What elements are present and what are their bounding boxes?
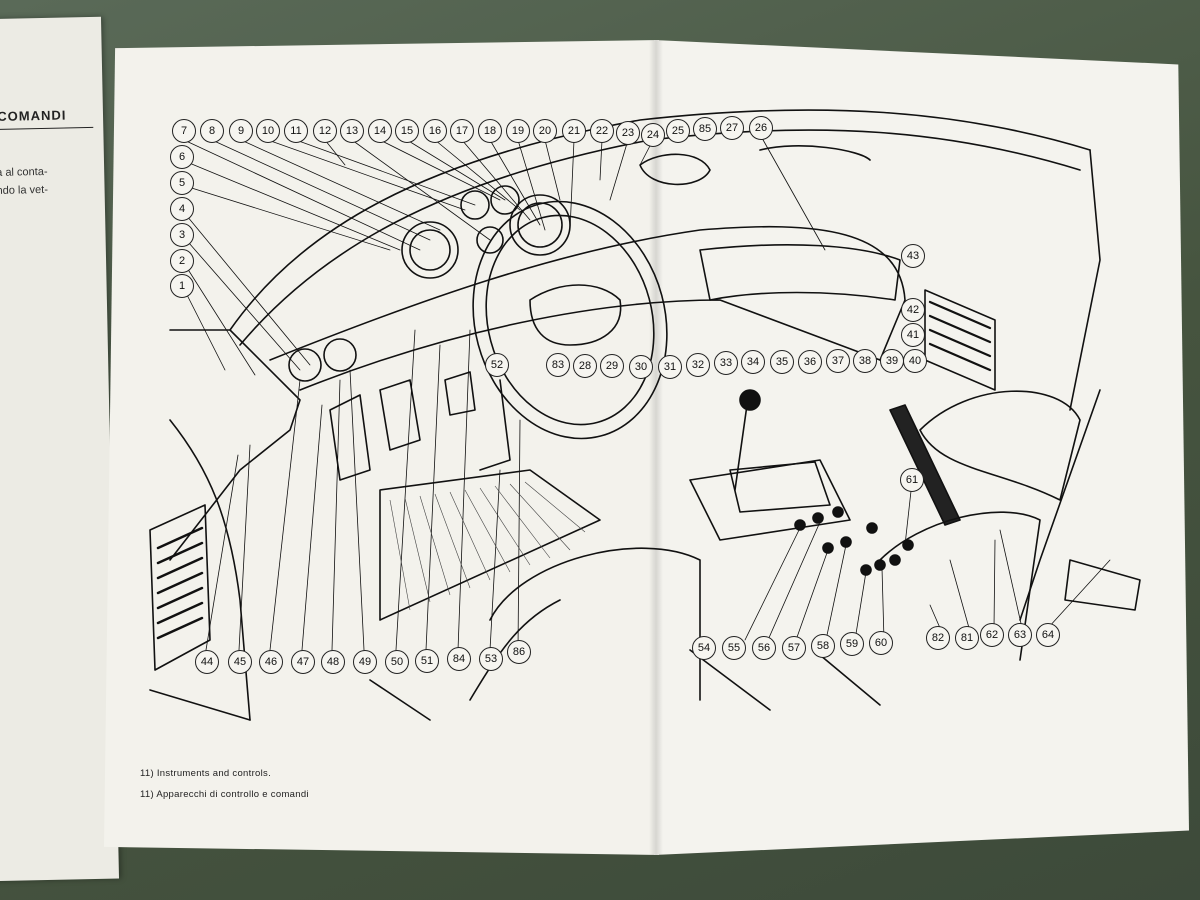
callout-33: 33	[714, 351, 738, 375]
callout-47: 47	[291, 650, 315, 674]
callout-61: 61	[900, 468, 924, 492]
callout-4: 4	[170, 197, 194, 221]
callout-86: 86	[507, 640, 531, 664]
callout-3: 3	[170, 223, 194, 247]
callout-35: 35	[770, 350, 794, 374]
callout-41: 41	[901, 323, 925, 347]
callout-21: 21	[562, 119, 586, 143]
callout-6: 6	[170, 145, 194, 169]
manual-booklet	[104, 40, 1189, 855]
callout-62: 62	[980, 623, 1004, 647]
callout-24: 24	[641, 123, 665, 147]
caption-italian: 11) Apparecchi di controllo e comandi	[140, 789, 309, 800]
callout-54: 54	[692, 636, 716, 660]
callout-17: 17	[450, 119, 474, 143]
callout-59: 59	[840, 632, 864, 656]
callout-43: 43	[901, 244, 925, 268]
callout-85: 85	[693, 117, 717, 141]
callout-29: 29	[600, 354, 624, 378]
callout-51: 51	[415, 649, 439, 673]
callout-9: 9	[229, 119, 253, 143]
callout-81: 81	[955, 626, 979, 650]
callout-56: 56	[752, 636, 776, 660]
callout-63: 63	[1008, 623, 1032, 647]
callout-16: 16	[423, 119, 447, 143]
left-sheet	[104, 40, 659, 855]
callout-2: 2	[170, 249, 194, 273]
callout-25: 25	[666, 119, 690, 143]
callout-1: 1	[170, 274, 194, 298]
callout-44: 44	[195, 650, 219, 674]
callout-83: 83	[546, 353, 570, 377]
callout-12: 12	[313, 119, 337, 143]
callout-57: 57	[782, 636, 806, 660]
callout-45: 45	[228, 650, 252, 674]
callout-39: 39	[880, 349, 904, 373]
callout-20: 20	[533, 119, 557, 143]
callout-11: 11	[284, 119, 308, 143]
callout-49: 49	[353, 650, 377, 674]
callout-38: 38	[853, 349, 877, 373]
callout-15: 15	[395, 119, 419, 143]
callout-64: 64	[1036, 623, 1060, 647]
callout-32: 32	[686, 353, 710, 377]
callout-50: 50	[385, 650, 409, 674]
callout-28: 28	[573, 354, 597, 378]
callout-52: 52	[485, 353, 509, 377]
callout-40: 40	[903, 349, 927, 373]
callout-5: 5	[170, 171, 194, 195]
callout-36: 36	[798, 350, 822, 374]
callout-58: 58	[811, 634, 835, 658]
callout-10: 10	[256, 119, 280, 143]
callout-46: 46	[259, 650, 283, 674]
callout-37: 37	[826, 349, 850, 373]
callout-19: 19	[506, 119, 530, 143]
callout-8: 8	[200, 119, 224, 143]
callout-30: 30	[629, 355, 653, 379]
callout-55: 55	[722, 636, 746, 660]
callout-22: 22	[590, 119, 614, 143]
callout-23: 23	[616, 121, 640, 145]
callout-42: 42	[901, 298, 925, 322]
callout-60: 60	[869, 631, 893, 655]
callout-14: 14	[368, 119, 392, 143]
callout-13: 13	[340, 119, 364, 143]
callout-26: 26	[749, 116, 773, 140]
callout-48: 48	[321, 650, 345, 674]
callout-82: 82	[926, 626, 950, 650]
callout-27: 27	[720, 116, 744, 140]
caption-english: 11) Instruments and controls.	[140, 768, 272, 779]
spine-shadow	[649, 40, 663, 855]
callout-18: 18	[478, 119, 502, 143]
callout-53: 53	[479, 647, 503, 671]
callout-7: 7	[172, 119, 196, 143]
callout-34: 34	[741, 350, 765, 374]
callout-31: 31	[658, 355, 682, 379]
callout-84: 84	[447, 647, 471, 671]
